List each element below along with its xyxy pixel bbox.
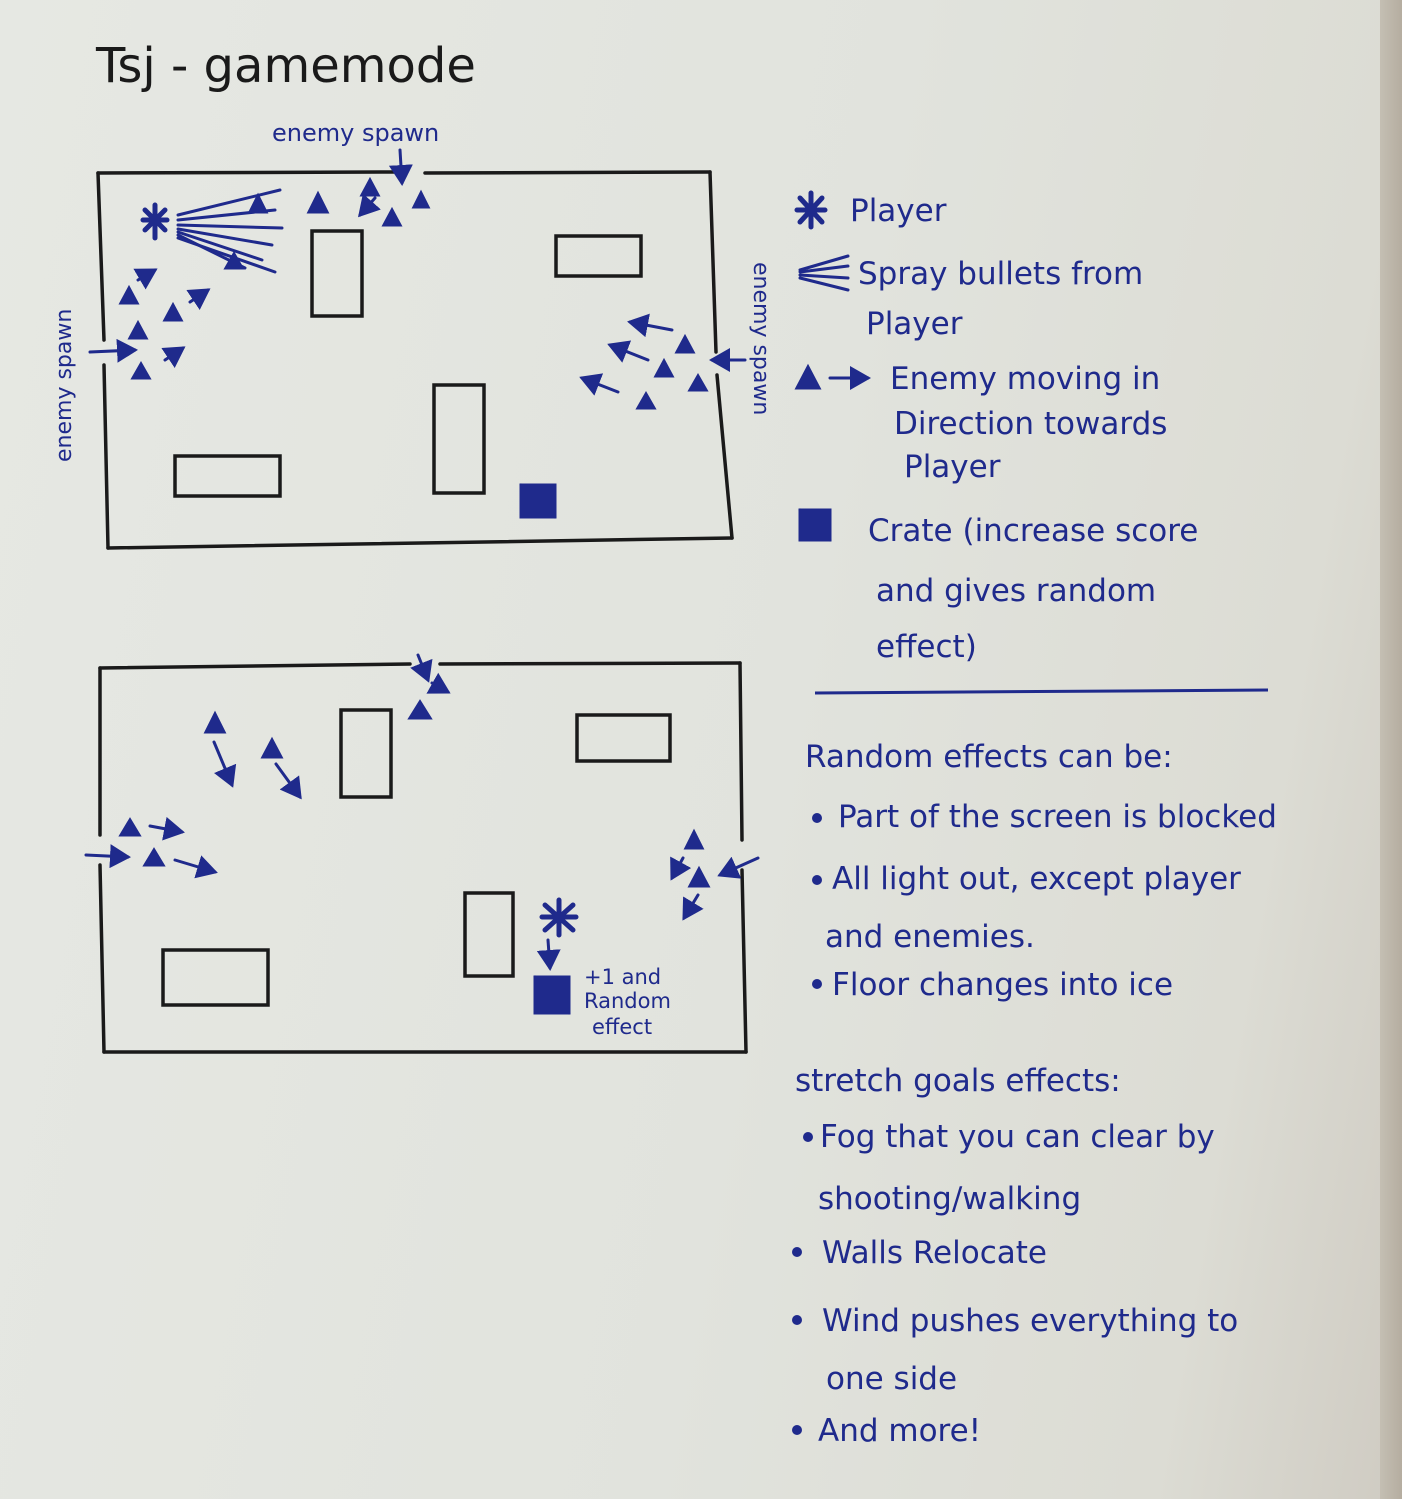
effects-item-3: and enemies. — [825, 919, 1035, 955]
map-1-right-spawn-label: enemy spawn — [748, 262, 773, 416]
map-1-wall-left-bottom — [102, 363, 110, 550]
arrow-icon — [84, 653, 760, 971]
stretch-item-2: shooting/walking — [818, 1181, 1082, 1217]
stretch-heading: stretch goals effects: — [795, 1063, 1121, 1099]
stretch-item-4: Wind pushes everything to — [822, 1303, 1239, 1339]
arrow-icon — [88, 148, 747, 396]
map-2-wall-rectangle-icon — [339, 708, 393, 799]
stretch-item-6: And more! — [818, 1413, 982, 1449]
map-1-wall-left-top — [96, 171, 106, 342]
bullet-spray-icon — [798, 254, 850, 292]
bullet-dots — [792, 813, 822, 1435]
legend-enemy-line-3: Player — [904, 449, 1001, 485]
map-1-wall-right-top — [708, 170, 718, 354]
map-2-wall-top-left — [98, 662, 412, 670]
map-2-wall-rectangle-icon — [575, 713, 672, 763]
crate-icon — [798, 508, 832, 542]
map-1-units — [88, 148, 747, 519]
enemy-triangle-icon — [118, 699, 711, 888]
crate-icon — [519, 483, 557, 519]
effects-heading: Random effects can be: — [805, 739, 1173, 775]
effects-item-2: All light out, except player — [832, 861, 1241, 897]
legend-icons — [794, 190, 871, 542]
legend-enemy-line-1: Enemy moving in — [890, 361, 1161, 397]
map-1-top-spawn-label: enemy spawn — [272, 119, 440, 147]
crate-icon — [533, 975, 571, 1015]
map-1-wall-rectangle-icon — [432, 383, 486, 495]
notebook-spine — [1380, 0, 1402, 1499]
bullet-spray-icon — [176, 188, 284, 274]
map-1-wall-top-left — [96, 170, 397, 175]
legend-crate-line-1: Crate (increase score — [868, 513, 1199, 549]
map-2-wall-right-bottom — [740, 868, 748, 1054]
map-1-wall-bottom — [106, 536, 734, 550]
enemy-triangle-icon — [118, 176, 709, 410]
map-1-wall-right-bottom — [715, 373, 734, 540]
legend-bullets-line-2: Player — [866, 306, 963, 342]
map-2-wall-rectangle-icon — [161, 948, 270, 1007]
legend-crate-line-3: effect) — [876, 629, 977, 665]
map-2 — [98, 661, 748, 1054]
effects-item-4: Floor changes into ice — [832, 967, 1174, 1003]
stretch-item-3: Walls Relocate — [822, 1235, 1047, 1271]
map-2-wall-left-bottom — [98, 863, 106, 1054]
map-2-crate-note-line-2: Random — [584, 989, 671, 1013]
map-2-crate-note-line-1: +1 and — [584, 965, 662, 989]
legend-bullets-line-1: Spray bullets from — [858, 256, 1144, 292]
player-star-icon — [140, 202, 170, 241]
map-1-wall-top-right — [423, 170, 712, 175]
legend-player: Player — [850, 193, 947, 229]
legend-crate-line-2: and gives random — [876, 573, 1157, 609]
map-1-wall-rectangle-icon — [554, 234, 643, 278]
map-2-wall-rectangle-icon — [463, 891, 515, 978]
legend-enemy-line-2: Direction towards — [894, 406, 1168, 442]
map-2-wall-top-right — [438, 661, 742, 666]
enemy-triangle-icon — [794, 363, 822, 390]
stretch-item-5: one side — [826, 1361, 958, 1397]
map-2-crate-note-line-3: effect — [592, 1015, 653, 1039]
map-1-left-spawn-label: enemy spawn — [52, 308, 77, 462]
map-2-units — [84, 653, 760, 1015]
stretch-item-1: Fog that you can clear by — [820, 1119, 1215, 1155]
section-divider — [814, 688, 1269, 695]
map-1 — [96, 170, 734, 550]
effects-item-1: Part of the screen is blocked — [838, 799, 1277, 835]
map-2-wall-right-top — [738, 661, 744, 842]
player-star-icon — [539, 897, 579, 938]
map-1-wall-rectangle-icon — [173, 454, 282, 498]
map-1-wall-rectangle-icon — [310, 229, 364, 318]
player-star-icon — [794, 190, 828, 230]
page-title: Tsj - gamemode — [96, 38, 476, 94]
